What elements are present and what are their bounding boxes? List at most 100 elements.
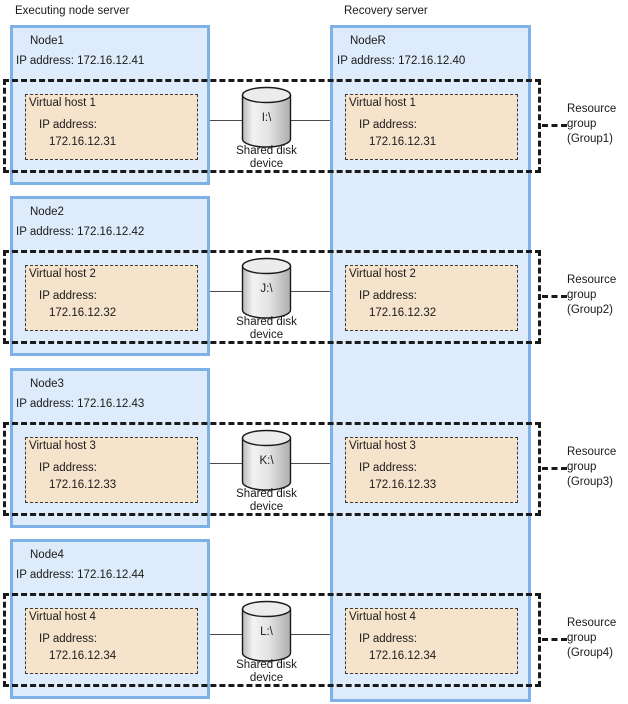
node-title: Node3 [30,378,64,390]
virtual-host-ip: 172.16.12.33 [49,479,117,491]
recovery-virtual-host-box: Virtual host 3 IP address: 172.16.12.33 [345,437,518,503]
recovery-virtual-host-box: Virtual host 2 IP address: 172.16.12.32 [345,265,518,331]
node-ip: IP address: 172.16.12.41 [16,55,145,67]
resource-group-connector [542,295,567,298]
recovery-virtual-host-title: Virtual host 4 [349,611,416,623]
resource-group-outline [3,422,541,516]
shared-disk-caption-line2: device [249,501,284,513]
virtual-host-box: Virtual host 1 IP address: 172.16.12.31 [25,94,198,160]
drive-letter: I:\ [261,112,272,124]
recovery-virtual-host-ip: 172.16.12.33 [369,479,437,491]
recovery-virtual-host-title: Virtual host 2 [349,268,416,280]
shared-disk-caption-line2: device [249,672,284,684]
section-group2: Node2 IP address: 172.16.12.42 J:\ Share… [0,196,628,367]
node-ip: IP address: 172.16.12.42 [16,226,145,238]
shared-disk-icon [241,86,292,148]
resource-group-connector [542,124,567,127]
recovery-virtual-host-ip-label: IP address: [359,462,417,474]
section-group3: Node3 IP address: 172.16.12.43 K:\ Share… [0,368,628,539]
virtual-host-ip-label: IP address: [39,119,97,131]
resource-group-outline [3,593,541,687]
virtual-host-ip-label: IP address: [39,633,97,645]
virtual-host-title: Virtual host 3 [29,440,96,452]
node-title: Node1 [30,35,64,47]
resource-group-label: Resource group (Group2) [567,273,616,318]
resource-group-label-line3: (Group2) [567,304,614,316]
recovery-server-label: Recovery server [344,5,428,17]
shared-disk-caption-line2: device [249,329,284,341]
resource-group-connector [542,638,567,641]
resource-group-connector [542,467,567,470]
shared-disk-caption-line1: Shared disk [236,659,297,671]
section-group1: Node1 IP address: 172.16.12.41 I:\ Share… [0,25,628,196]
recovery-virtual-host-title: Virtual host 3 [349,440,416,452]
shared-disk-caption-line1: Shared disk [236,316,297,328]
virtual-host-ip: 172.16.12.32 [49,307,117,319]
recovery-virtual-host-ip-label: IP address: [359,119,417,131]
disk-link-line-right [291,463,330,464]
disk-link-line-right [291,634,330,635]
resource-group-label-line3: (Group4) [567,647,614,659]
resource-group-label-line1: Resource [567,446,617,458]
node-title: Node4 [30,549,64,561]
recovery-virtual-host-ip: 172.16.12.34 [369,650,437,662]
virtual-host-box: Virtual host 4 IP address: 172.16.12.34 [25,608,198,674]
shared-disk-icon [241,257,292,319]
resource-group-label-line2: group [567,632,597,644]
shared-disk-caption-line1: Shared disk [236,488,297,500]
disk-link-line-left [210,120,243,121]
recovery-virtual-host-ip-label: IP address: [359,633,417,645]
node-ip: IP address: 172.16.12.43 [16,398,145,410]
disk-link-line-right [291,291,330,292]
recovery-virtual-host-ip: 172.16.12.31 [369,136,437,148]
shared-disk-caption: Shared disk device [216,316,317,342]
resource-group-label: Resource group (Group1) [567,102,616,147]
virtual-host-title: Virtual host 1 [29,97,96,109]
drive-letter: L:\ [260,626,273,638]
executing-node-server-label: Executing node server [15,5,130,17]
disk-link-line-left [210,463,243,464]
recovery-node-title: NodeR [350,35,386,47]
virtual-host-ip: 172.16.12.34 [49,650,117,662]
virtual-host-title: Virtual host 2 [29,268,96,280]
recovery-virtual-host-ip: 172.16.12.32 [369,307,437,319]
resource-group-label-line3: (Group1) [567,133,614,145]
shared-disk-caption: Shared disk device [216,145,317,171]
node-ip: IP address: 172.16.12.44 [16,569,145,581]
shared-disk-icon [241,600,292,662]
drive-letter: J:\ [260,283,273,295]
shared-disk-caption: Shared disk device [216,659,317,685]
resource-group-label-line1: Resource [567,274,617,286]
resource-group-outline [3,250,541,344]
recovery-virtual-host-box: Virtual host 4 IP address: 172.16.12.34 [345,608,518,674]
recovery-virtual-host-ip-label: IP address: [359,290,417,302]
resource-group-label: Resource group (Group3) [567,445,616,490]
resource-group-outline [3,79,541,173]
resource-group-label: Resource group (Group4) [567,616,616,661]
virtual-host-ip: 172.16.12.31 [49,136,117,148]
virtual-host-box: Virtual host 2 IP address: 172.16.12.32 [25,265,198,331]
resource-group-label-line1: Resource [567,103,617,115]
resource-group-label-line1: Resource [567,617,617,629]
shared-disk-caption-line1: Shared disk [236,145,297,157]
disk-link-line-left [210,634,243,635]
resource-group-label-line3: (Group3) [567,476,614,488]
drive-letter: K:\ [259,455,274,467]
recovery-node-ip: IP address: 172.16.12.40 [337,55,466,67]
shared-disk-caption-line2: device [249,158,284,170]
resource-group-label-line2: group [567,461,597,473]
resource-group-label-line2: group [567,289,597,301]
node-title: Node2 [30,206,64,218]
resource-group-label-line2: group [567,118,597,130]
virtual-host-title: Virtual host 4 [29,611,96,623]
virtual-host-ip-label: IP address: [39,462,97,474]
virtual-host-box: Virtual host 3 IP address: 172.16.12.33 [25,437,198,503]
shared-disk-caption: Shared disk device [216,488,317,514]
recovery-virtual-host-box: Virtual host 1 IP address: 172.16.12.31 [345,94,518,160]
virtual-host-ip-label: IP address: [39,290,97,302]
shared-disk-icon [241,429,292,491]
disk-link-line-left [210,291,243,292]
section-group4: Node4 IP address: 172.16.12.44 L:\ Share… [0,539,628,704]
disk-link-line-right [291,120,330,121]
